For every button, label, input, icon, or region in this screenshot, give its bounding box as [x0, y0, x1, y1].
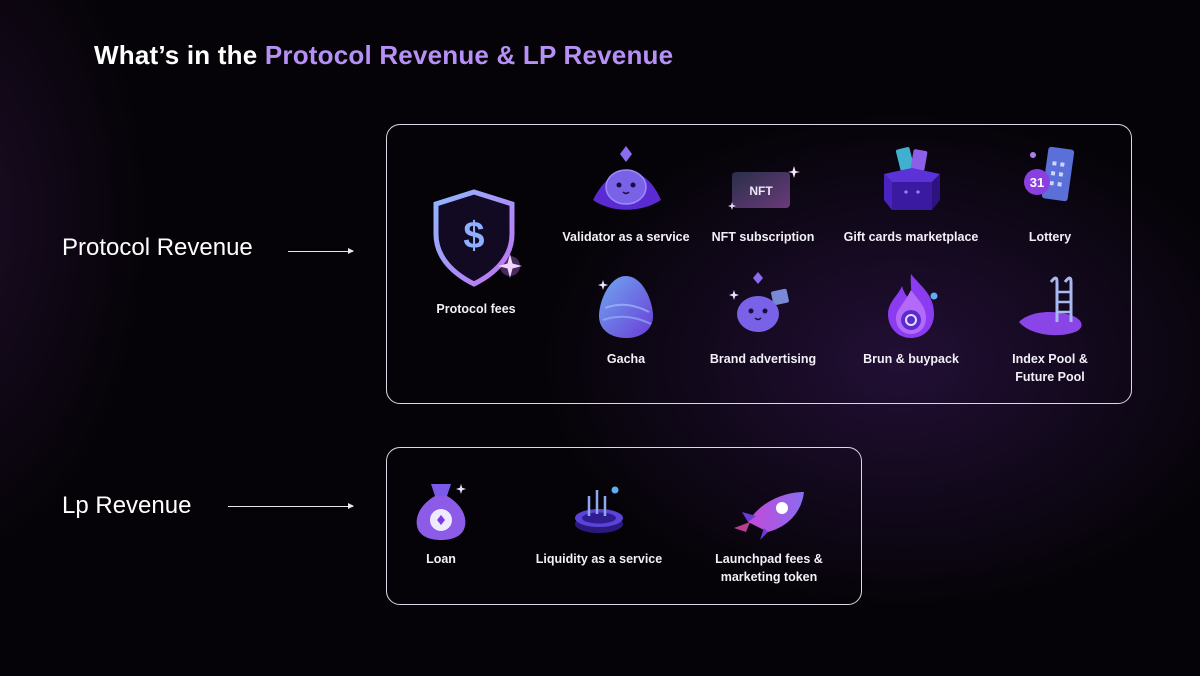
liquidity-label: Liquidity as a service	[535, 552, 663, 566]
nft-subscription-label: NFT subscription	[711, 230, 815, 244]
shield-dollar-icon: $	[433, 189, 522, 287]
lp-revenue-panel	[386, 447, 862, 605]
svg-text:$: $	[463, 215, 484, 257]
nft-card-icon: NFT	[728, 166, 800, 210]
brand-advertising-label: Brand advertising	[709, 352, 817, 366]
index-pool-item: Index Pool & Future Pool	[975, 272, 1125, 386]
loan-label: Loan	[426, 552, 456, 566]
liquidity-item: Liquidity as a service	[524, 478, 674, 568]
protocol-fees-label: Protocol fees	[436, 302, 516, 316]
gift-cards-item: Gift cards marketplace	[836, 142, 986, 246]
lp-arrow	[228, 503, 354, 509]
validator-item: Validator as a service	[551, 142, 701, 246]
gift-box-icon	[884, 147, 940, 210]
launchpad-label-line2: marketing token	[720, 570, 818, 584]
page-title: What’s in the Protocol Revenue & LP Reve…	[94, 40, 673, 71]
burn-buyback-item: Brun & buypack	[836, 272, 986, 368]
launchpad-item: Launchpad fees & marketing token	[694, 478, 844, 586]
title-highlight: Protocol Revenue & LP Revenue	[264, 40, 674, 70]
index-pool-label-line2: Future Pool	[1015, 370, 1085, 384]
lottery-ticket-icon: 31	[1024, 146, 1075, 202]
egg-icon	[598, 276, 653, 338]
money-bag-icon	[416, 484, 466, 540]
protocol-revenue-panel	[386, 124, 1132, 404]
nft-subscription-item: NFT NFT subscription	[688, 142, 838, 246]
title-prefix: What’s in the	[94, 40, 265, 70]
flame-coin-icon	[888, 274, 938, 338]
nft-card-text: NFT	[749, 184, 773, 198]
launchpad-label-line1: Launchpad fees &	[715, 552, 823, 566]
lottery-item: 31 Lottery	[975, 142, 1125, 246]
slime-sign-icon	[729, 272, 789, 332]
gacha-label: Gacha	[606, 352, 646, 366]
index-pool-label-line1: Index Pool &	[1012, 352, 1088, 366]
liquidity-pool-icon	[575, 486, 623, 533]
lottery-badge-text: 31	[1030, 175, 1044, 190]
validator-label: Validator as a service	[562, 230, 690, 244]
burn-buyback-label: Brun & buypack	[863, 352, 959, 366]
gacha-item: Gacha	[551, 272, 701, 368]
rocket-icon	[734, 492, 804, 540]
slime-cape-icon	[593, 146, 661, 210]
protocol-arrow	[288, 248, 354, 254]
gift-cards-label: Gift cards marketplace	[843, 230, 979, 244]
lottery-label: Lottery	[1028, 230, 1072, 244]
loan-item: Loan	[366, 478, 516, 568]
protocol-revenue-label: Protocol Revenue	[62, 234, 253, 261]
pool-ladder-icon	[1019, 276, 1082, 336]
brand-advertising-item: Brand advertising	[688, 272, 838, 368]
lp-revenue-label: Lp Revenue	[62, 492, 192, 519]
protocol-fees-item: $ Protocol fees	[401, 188, 551, 318]
